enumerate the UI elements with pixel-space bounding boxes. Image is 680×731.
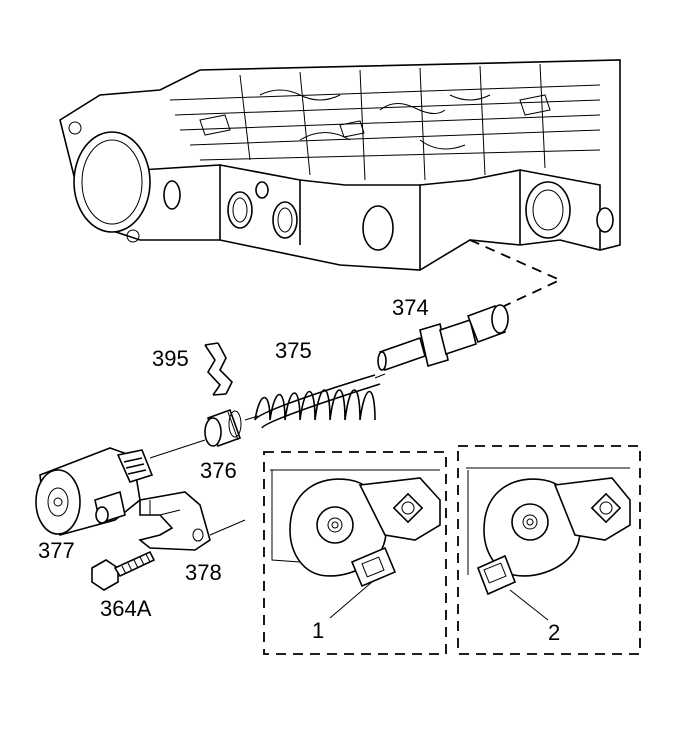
part-364a-bolt	[91, 550, 156, 591]
assembly-axis-line	[149, 373, 386, 459]
callout-376: 376	[200, 458, 237, 483]
callout-377: 377	[38, 538, 75, 563]
callout-364a: 364A	[100, 596, 152, 621]
part-377-solenoid	[35, 447, 154, 536]
callout-375: 375	[275, 338, 312, 363]
callout-2: 2	[548, 620, 560, 645]
detail-box-2	[457, 445, 641, 655]
part-375-spring	[254, 374, 381, 429]
callout-1: 1	[312, 618, 324, 643]
part-376-plug	[204, 408, 242, 448]
part-378-bracket	[138, 491, 246, 551]
callout-395: 395	[152, 346, 189, 371]
detail-box-1	[263, 451, 447, 655]
valve-body	[59, 59, 621, 309]
callout-378: 378	[185, 560, 222, 585]
part-395-clip	[204, 342, 233, 396]
callout-374: 374	[392, 295, 429, 320]
part-374-valve	[377, 304, 509, 372]
